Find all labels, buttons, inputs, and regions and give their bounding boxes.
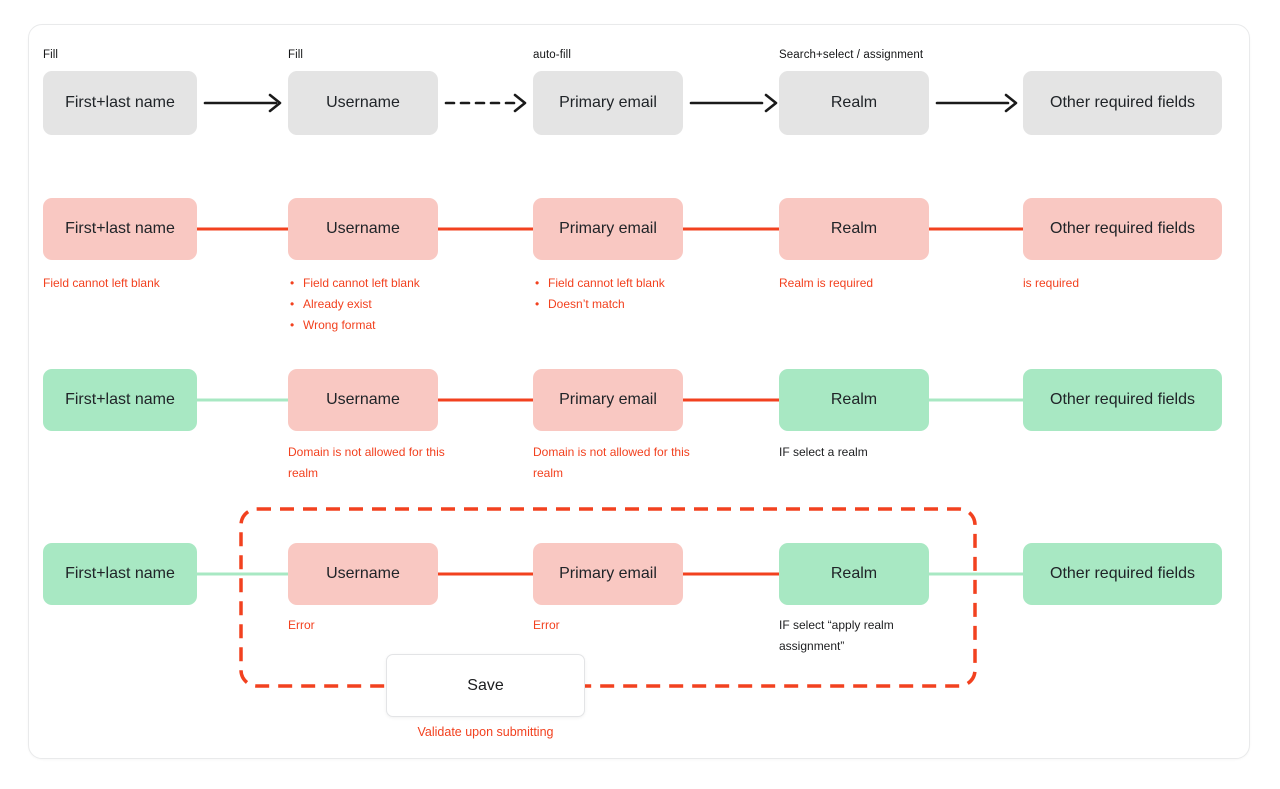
condition-note: IF select “apply realm assignment” [779,618,894,653]
field-box-first-last-name: First+last name [43,369,197,431]
condition-note: IF select a realm [779,445,868,459]
stage-tag-fill-1: Fill [43,49,59,61]
field-box-realm: Realm [779,543,929,605]
field-box-other-required: Other required fields [1023,369,1222,431]
arrow-fill-to-username [203,93,282,113]
field-box-other-required: Other required fields [1023,198,1222,260]
error-note: Domain is not allowed for this realm [288,445,445,480]
error-note: Realm is required [779,276,874,290]
field-box-primary-email: Primary email [533,369,683,431]
field-box-username: Username [288,71,438,135]
flow-diagram-card: Fill Fill auto-fill Search+select / assi… [28,24,1250,759]
field-box-username: Username [288,198,438,260]
error-note-list: Field cannot left blank Doesn’t match [533,273,683,315]
arrow-realm-to-other [935,93,1018,113]
field-box-first-last-name: First+last name [43,543,197,605]
error-note: Error [533,618,560,632]
field-box-realm: Realm [779,198,929,260]
field-box-primary-email: Primary email [533,71,683,135]
field-box-first-last-name: First+last name [43,71,197,135]
error-note-item: Field cannot left blank [533,273,683,294]
field-box-primary-email: Primary email [533,543,683,605]
arrow-email-to-realm [689,93,778,113]
field-box-username: Username [288,543,438,605]
error-note-list: Field cannot left blank Already exist Wr… [288,273,438,336]
field-box-first-last-name: First+last name [43,198,197,260]
error-note: Field cannot left blank [43,276,160,290]
stage-tag-fill-2: Fill [288,49,304,61]
field-box-realm: Realm [779,71,929,135]
error-note-item: Doesn’t match [533,294,683,315]
field-box-username: Username [288,369,438,431]
error-note-item: Wrong format [288,315,438,336]
save-button[interactable]: Save [386,654,585,717]
error-note: Error [288,618,315,632]
field-box-other-required: Other required fields [1023,543,1222,605]
field-box-primary-email: Primary email [533,198,683,260]
error-note: is required [1023,276,1080,290]
stage-tag-autofill: auto-fill [533,49,571,61]
save-validation-note: Validate upon submitting [417,725,554,739]
arrow-dashed-username-to-email [444,93,527,113]
field-box-realm: Realm [779,369,929,431]
stage-tag-search-select: Search+select / assignment [779,49,924,61]
error-note-item: Field cannot left blank [288,273,438,294]
error-note-item: Already exist [288,294,438,315]
field-box-other-required: Other required fields [1023,71,1222,135]
error-note: Domain is not allowed for this realm [533,445,690,480]
